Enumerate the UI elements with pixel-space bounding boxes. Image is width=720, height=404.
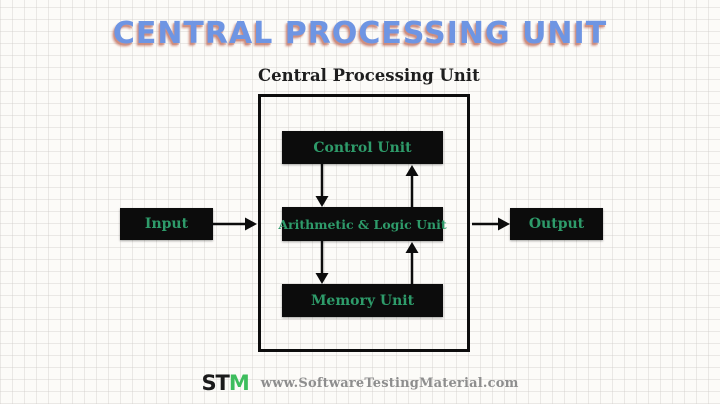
cpu-outline-box (258, 94, 470, 352)
control-unit-box: Control Unit (282, 131, 443, 164)
arrow-input-to-cpu (213, 217, 257, 231)
arrow-cpu-to-output (472, 217, 510, 231)
cpu-box-label: Central Processing Unit (258, 66, 480, 85)
footer: STM www.SoftwareTestingMaterial.com (0, 368, 720, 398)
footer-url: www.SoftwareTestingMaterial.com (260, 375, 519, 391)
page-title: CENTRAL PROCESSING UNIT (112, 16, 608, 51)
stm-logo-m: M (228, 370, 250, 395)
output-box: Output (510, 208, 603, 240)
arithmetic-logic-unit-box: Arithmetic & Logic Unit (278, 207, 447, 241)
stm-logo-st: ST (201, 370, 229, 395)
input-box: Input (120, 208, 213, 240)
memory-unit-box: Memory Unit (282, 284, 443, 317)
stm-logo: STM (201, 370, 250, 395)
